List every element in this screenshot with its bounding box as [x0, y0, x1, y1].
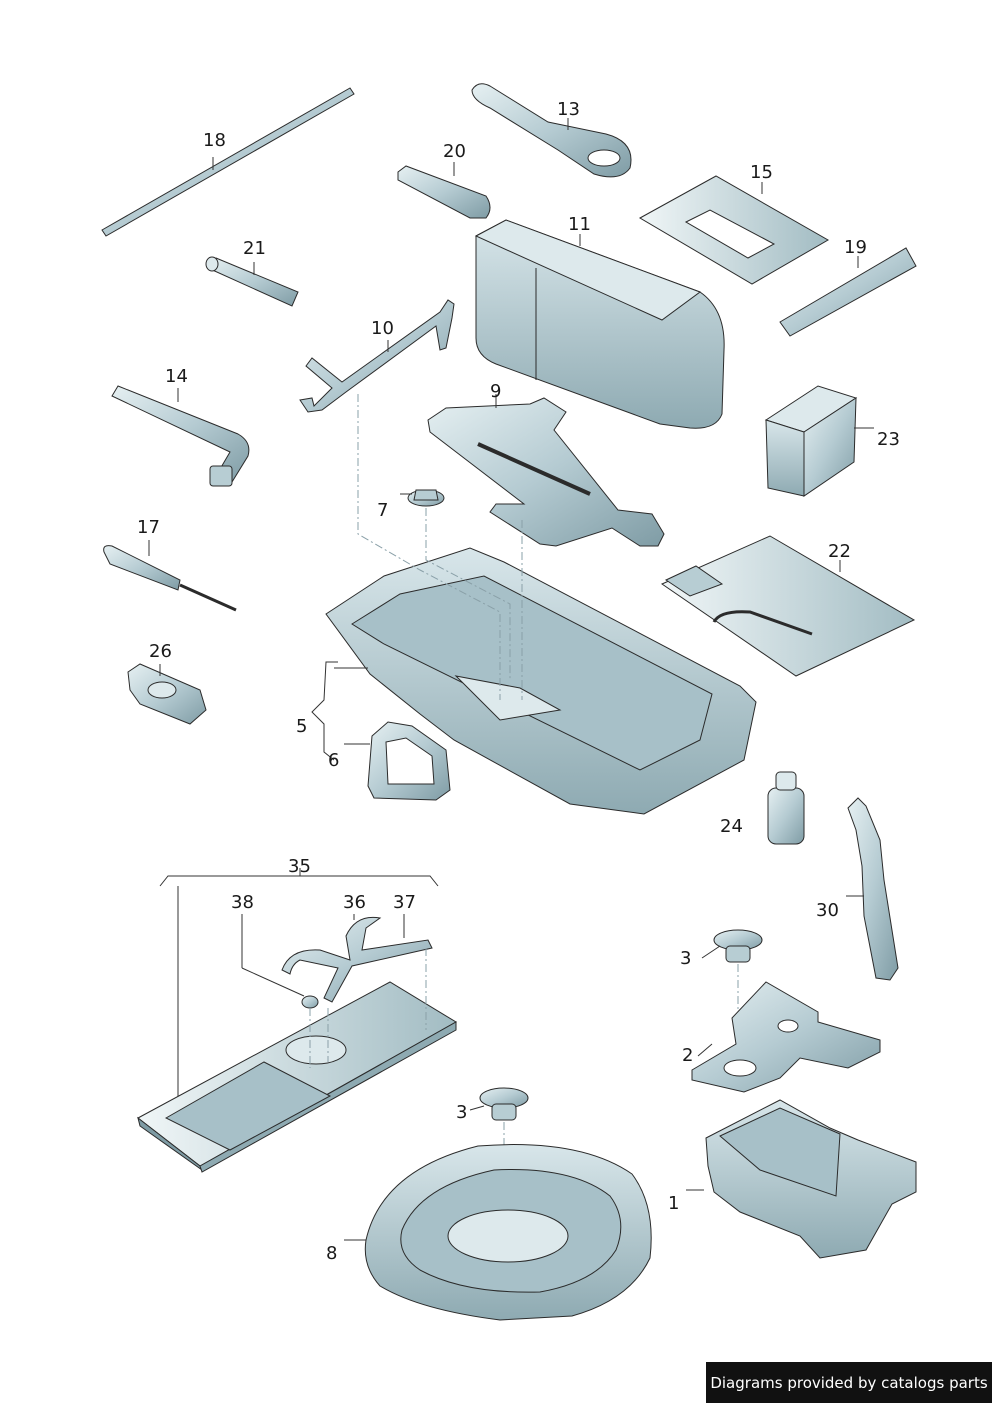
part-8-wheel-insert [344, 1144, 652, 1321]
label-3-upper: 3 [680, 948, 692, 969]
part-20-clip [397, 162, 491, 219]
label-3-lower: 3 [456, 1102, 468, 1123]
part-38-nut [301, 995, 319, 1009]
part-1-housing [686, 1099, 917, 1259]
label-30: 30 [816, 900, 839, 921]
part-5-tray [325, 547, 757, 815]
part-23-box [764, 385, 874, 497]
part-18-rod [101, 87, 355, 237]
label-5: 5 [296, 716, 308, 737]
label-1: 1 [668, 1193, 680, 1214]
label-21: 21 [243, 238, 266, 259]
label-8: 8 [326, 1243, 338, 1264]
part-26-adapter [127, 663, 207, 725]
part-22-mat [660, 535, 916, 677]
label-13: 13 [557, 99, 580, 120]
part-10-jack-handle [299, 299, 455, 413]
credit-banner: Diagrams provided by catalogs parts [706, 1362, 992, 1403]
part-24-bottle [767, 771, 805, 845]
part-21-pin [205, 256, 299, 307]
part-6-insert [367, 721, 451, 801]
part-11-tool-bag [474, 219, 725, 429]
part-14-wheel-brace [111, 385, 250, 487]
label-2: 2 [682, 1045, 694, 1066]
label-7: 7 [377, 500, 389, 521]
label-35: 35 [288, 856, 311, 877]
part-19-bolt [779, 247, 917, 337]
part-9-jack [427, 394, 665, 547]
part-30-lever [846, 797, 899, 981]
label-23: 23 [877, 429, 900, 450]
part-17-screwdriver [103, 540, 237, 612]
label-18: 18 [203, 130, 226, 151]
label-10: 10 [371, 318, 394, 339]
part-7-nut [400, 489, 445, 507]
label-14: 14 [165, 366, 188, 387]
label-38: 38 [231, 892, 254, 913]
label-19: 19 [844, 237, 867, 258]
label-37: 37 [393, 892, 416, 913]
part-15-plate [638, 175, 830, 285]
part-13-tow-eye [471, 83, 632, 178]
label-36: 36 [343, 892, 366, 913]
label-11: 11 [568, 214, 591, 235]
part-3-knob-upper [701, 929, 763, 963]
part-36-37-wrench [241, 914, 433, 1003]
part-35-floor-board [137, 981, 457, 1173]
label-20: 20 [443, 141, 466, 162]
label-24: 24 [720, 816, 743, 837]
label-15: 15 [750, 162, 773, 183]
part-3-knob-lower [469, 1087, 529, 1121]
part-2-bracket-plate [691, 981, 881, 1093]
label-22: 22 [828, 541, 851, 562]
label-9: 9 [490, 381, 502, 402]
label-17: 17 [137, 517, 160, 538]
label-6: 6 [328, 750, 340, 771]
label-26: 26 [149, 641, 172, 662]
